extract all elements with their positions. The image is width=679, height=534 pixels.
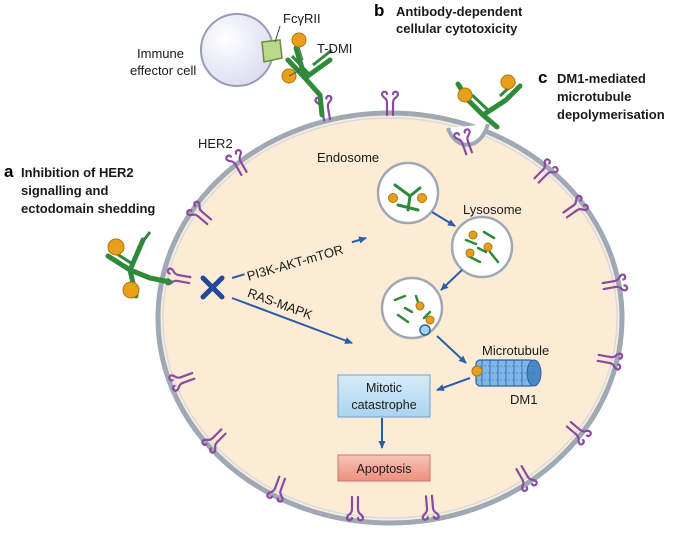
fc-receptor-icon	[261, 39, 283, 63]
lysosome: Lysosome	[450, 202, 522, 279]
microtubule-label: Microtubule	[482, 343, 549, 358]
section-a-line-3: ectodomain shedding	[21, 201, 155, 216]
section-b-label: b Antibody-dependent cellular cytotoxici…	[374, 1, 523, 36]
section-a-line-2: signalling and	[21, 183, 108, 198]
microtubule: Microtubule DM1	[471, 343, 549, 407]
section-a-label: a Inhibition of HER2 signalling and ecto…	[4, 162, 155, 216]
cell-membrane-inner	[162, 117, 618, 519]
dm1-label: DM1	[510, 392, 537, 407]
arrow-lysosome-vesicle	[440, 269, 463, 291]
fc-receptor-leader	[274, 25, 281, 43]
section-c-line-1: DM1-mediated	[557, 71, 646, 86]
dm1-payload-icon	[107, 238, 125, 256]
section-letter-c: c	[538, 68, 547, 87]
arrow-vesicle-microtubule	[436, 335, 467, 364]
endosome: Endosome	[317, 150, 440, 225]
dm1-payload-icon	[291, 32, 307, 48]
dm1-payload-icon	[471, 365, 483, 377]
section-c-label: c DM1-mediated microtubule depolymerisat…	[538, 68, 665, 122]
arrow-ras-mapk	[231, 297, 353, 344]
section-c-line-2: microtubule	[557, 89, 631, 104]
arrow-endosome-lysosome	[431, 211, 456, 227]
tdm1-label: T-DMI	[317, 41, 352, 56]
mitotic-label-2: catastrophe	[351, 398, 416, 412]
mitotic-catastrophe-box: Mitotic catastrophe	[337, 374, 431, 418]
immune-cell-label-2: effector cell	[130, 63, 196, 78]
section-b-line-1: Antibody-dependent	[396, 4, 523, 19]
degradation-vesicle	[380, 276, 444, 340]
immune-cell-label-1: Immune	[137, 46, 184, 61]
transporter-icon	[419, 324, 431, 336]
block-x-icon	[200, 275, 225, 300]
dm1-payload-icon	[122, 281, 140, 299]
mitotic-label-1: Mitotic	[366, 381, 402, 395]
tdm1-antibody-adcc: T-DMI	[281, 32, 352, 118]
section-letter-b: b	[374, 1, 384, 20]
endosome-label: Endosome	[317, 150, 379, 165]
section-letter-a: a	[4, 162, 14, 181]
section-b-line-2: cellular cytotoxicity	[396, 21, 518, 36]
section-c-line-3: depolymerisation	[557, 107, 665, 122]
tdm1-antibody-internalising	[455, 74, 523, 130]
apoptosis-label: Apoptosis	[357, 462, 412, 476]
immune-effector-cell: Immune effector cell FcγRII	[130, 11, 321, 87]
tdm1-antibody-left	[105, 231, 173, 299]
her2-label: HER2	[198, 136, 233, 151]
section-a-line-1: Inhibition of HER2	[21, 165, 134, 180]
lysosome-label: Lysosome	[463, 202, 522, 217]
dm1-payload-icon	[457, 87, 473, 103]
apoptosis-box: Apoptosis	[337, 454, 431, 482]
fc-receptor-label: FcγRII	[283, 11, 321, 26]
dm1-payload-icon	[500, 74, 516, 90]
arrow-microtubule-mitotic	[436, 377, 471, 391]
